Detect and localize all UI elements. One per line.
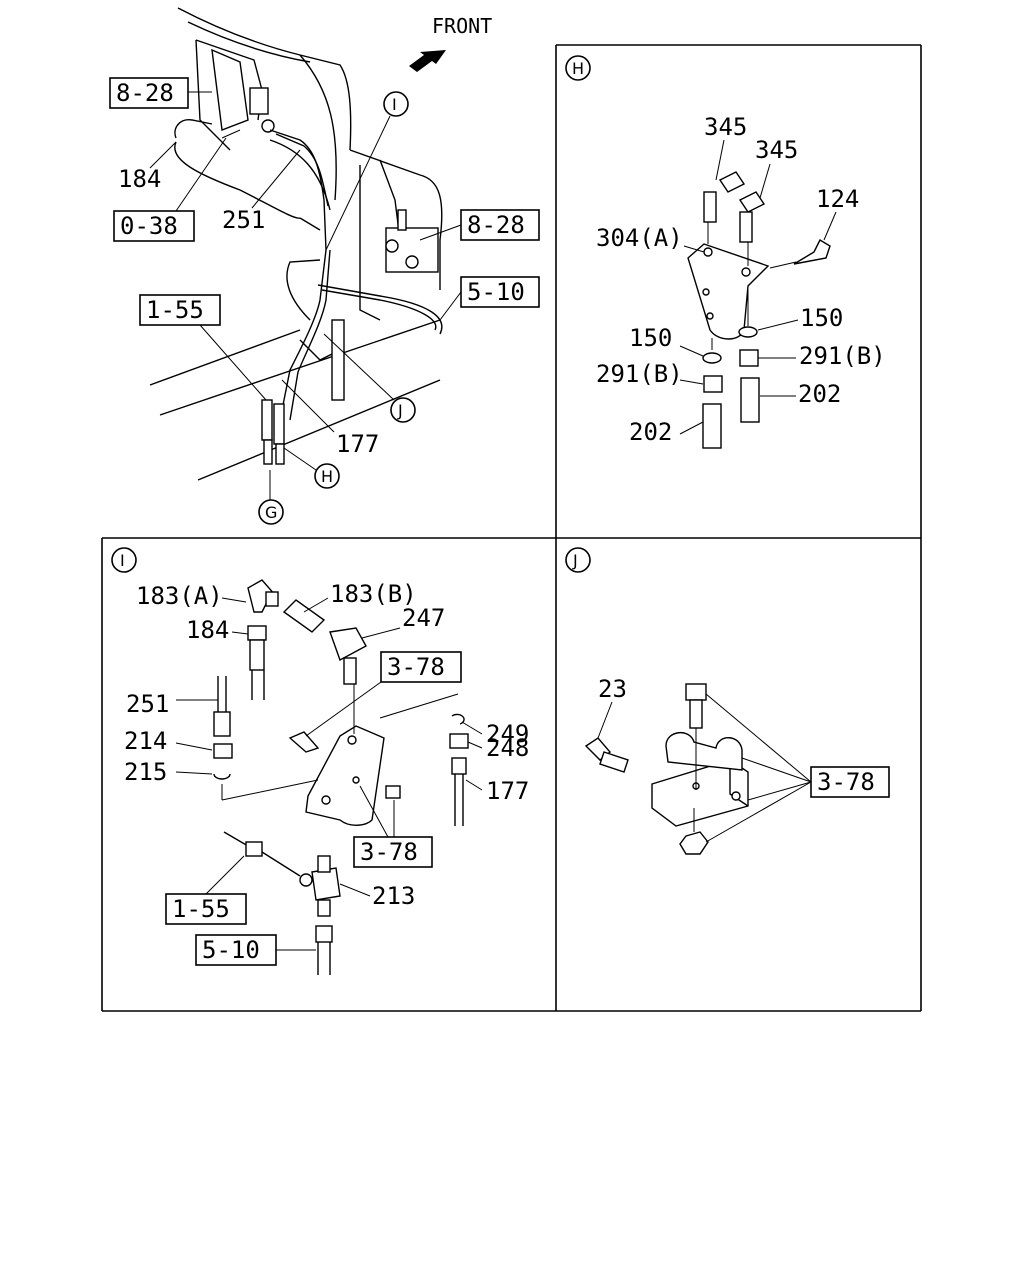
svg-text:H: H [572,59,584,78]
svg-text:5-10: 5-10 [467,278,525,306]
svg-text:1-55: 1-55 [146,296,204,324]
part-291b-left-label: 291(B) [596,360,683,388]
arrow-northeast-icon [409,50,446,72]
part-291b-right-label: 291(B) [799,342,886,370]
part-251-label: 251 [222,206,265,234]
front-label: FRONT [432,14,492,38]
part-177-label: 177 [486,777,529,805]
part-124-label: 124 [816,185,859,213]
part-251-label: 251 [126,690,169,718]
part-184-label: 184 [186,616,229,644]
ref-1-55: 1-55 [165,855,247,925]
part-214-label: 214 [124,727,167,755]
part-184-label: 184 [118,165,161,193]
ref-3-78-upper: 3-78 [305,651,462,737]
svg-text:3-78: 3-78 [360,838,418,866]
detail-j-callout [565,547,591,573]
part-345-b-label: 345 [755,136,798,164]
svg-text:8-28: 8-28 [116,79,174,107]
part-183a-label: 183(A) [136,582,223,610]
ref-3-78-lower: 3-78 [353,785,433,868]
part-150-left-label: 150 [629,324,672,352]
detail-i-callout [111,547,137,573]
part-249-label: 249 [486,720,529,748]
callout-i: I [325,91,409,251]
panel-frames [101,44,922,1012]
part-202-left-label: 202 [629,418,672,446]
part-247-label: 247 [402,604,445,632]
callout-j: J [323,333,416,423]
svg-text:G: G [265,503,277,522]
part-183b-label: 183(B) [330,580,417,608]
svg-text:I: I [120,551,125,570]
svg-text:H: H [321,467,333,486]
part-177-label: 177 [336,430,379,458]
detail-h-view: H 345 345 124 304(A) 150 [565,55,886,449]
part-304a-label: 304(A) [596,224,683,252]
callout-h: H [283,447,340,489]
front-indicator: FRONT [409,14,492,72]
ref-1-55: 1-55 [139,294,267,401]
svg-text:J: J [572,551,578,570]
ref-0-38: 0-38 [113,137,227,242]
svg-text:1-55: 1-55 [172,895,230,923]
overview-view: 8-28 0-38 8-28 5-10 1-55 184 251 177 [109,7,540,525]
ref-8-28-right: 8-28 [419,209,540,241]
svg-text:0-38: 0-38 [120,212,178,240]
part-150-right-label: 150 [800,304,843,332]
part-213-label: 213 [372,882,415,910]
ref-8-28-top-left: 8-28 [109,77,212,109]
svg-text:8-28: 8-28 [467,211,525,239]
svg-text:3-78: 3-78 [817,768,875,796]
part-215-label: 215 [124,758,167,786]
callout-g: G [258,499,284,525]
ref-3-78: 3-78 [705,693,890,843]
ref-5-10: 5-10 [195,934,316,966]
detail-j-view: J 23 3-78 [565,547,890,855]
part-23-label: 23 [598,675,627,703]
detail-h-callout [565,55,591,81]
ref-5-10: 5-10 [439,276,540,321]
part-248-label: 248 [486,734,529,762]
part-345-a-label: 345 [704,113,747,141]
svg-text:3-78: 3-78 [387,653,445,681]
part-202-right-label: 202 [798,380,841,408]
svg-text:J: J [397,401,403,420]
detail-i-view: I [111,547,529,975]
svg-text:I: I [392,95,397,114]
svg-text:5-10: 5-10 [202,936,260,964]
